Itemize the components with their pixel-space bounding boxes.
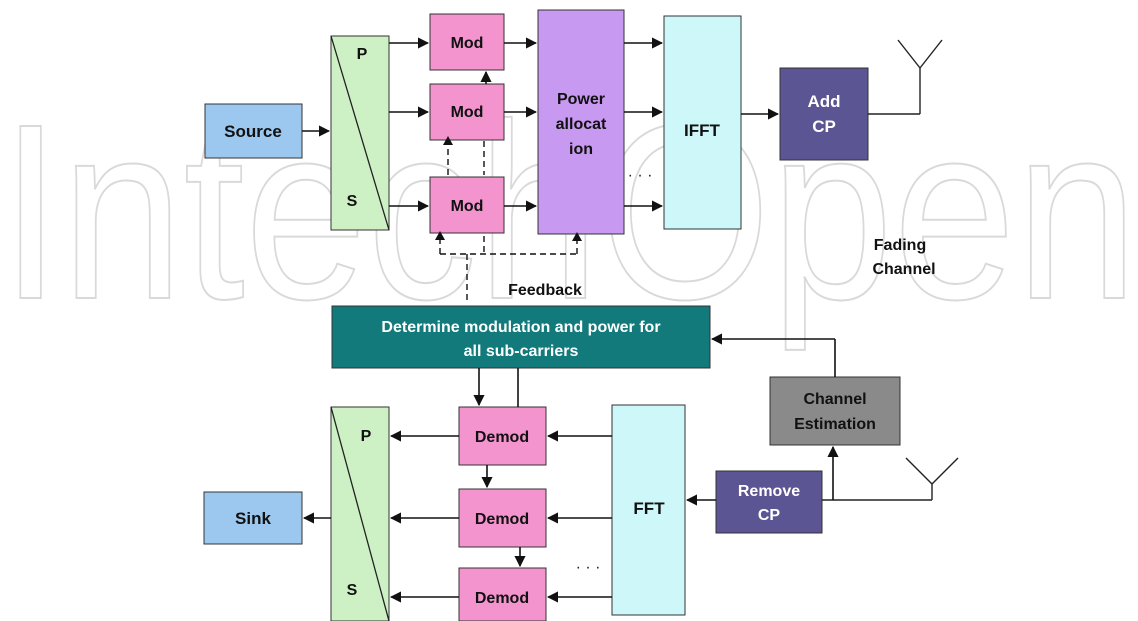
add-cp-label-2: CP	[812, 117, 836, 136]
serial-parallel-bottom-diagonal	[330, 406, 390, 621]
channel-estimation-label-1: Channel	[803, 391, 866, 408]
power-allocation-block	[537, 9, 625, 235]
add-cp-block	[779, 67, 869, 161]
rx-arrows	[302, 333, 839, 603]
mod-label-2: Mod	[451, 104, 484, 121]
demod-block-2	[458, 488, 547, 548]
serial-parallel-top-p: P	[357, 46, 368, 63]
mod-block-2	[429, 83, 505, 141]
source-block	[204, 103, 303, 159]
demod-label-1: Demod	[475, 429, 529, 446]
feedback-arrowheads	[435, 136, 582, 241]
determine-label-2: all sub-carriers	[464, 343, 579, 360]
serial-parallel-top-s: S	[347, 193, 358, 210]
serial-parallel-bottom-p: P	[361, 428, 372, 445]
ifft-label: IFFT	[684, 121, 720, 140]
demod-label-2: Demod	[475, 511, 529, 528]
remove-cp-label-2: CP	[758, 507, 781, 524]
fading-channel-label-2: Channel	[872, 261, 935, 278]
rx-antenna-icon	[822, 457, 959, 501]
mod-block-3	[429, 176, 505, 234]
sink-label: Sink	[235, 509, 271, 528]
serial-parallel-top-diagonal	[330, 35, 390, 231]
mod-block-1	[429, 13, 505, 71]
tx-ellipsis: · · ·	[628, 167, 653, 184]
channel-estimation-block	[769, 376, 901, 446]
demod-label-3: Demod	[475, 590, 529, 607]
mod-label-1: Mod	[451, 35, 484, 52]
tx-arrows	[302, 37, 780, 212]
power-allocation-label-1: Power	[557, 91, 605, 108]
demod-block-1	[458, 406, 547, 466]
rx-ellipsis: · · ·	[576, 559, 601, 576]
mod-label-3: Mod	[451, 198, 484, 215]
power-allocation-label-2: allocat	[556, 116, 607, 133]
power-allocation-label-3: ion	[569, 141, 593, 158]
add-cp-label-1: Add	[807, 92, 840, 111]
ifft-block	[663, 15, 742, 230]
feedback-label: Feedback	[508, 282, 582, 299]
fft-block	[611, 404, 686, 616]
fading-channel-label-1: Fading	[874, 237, 926, 254]
remove-cp-label-1: Remove	[738, 483, 800, 500]
sink-block	[203, 491, 303, 545]
determine-block	[331, 305, 711, 369]
source-label: Source	[224, 122, 282, 141]
determine-label-1: Determine modulation and power for	[381, 319, 660, 336]
tx-antenna-icon	[868, 39, 943, 115]
fft-label: FFT	[633, 499, 665, 518]
channel-estimation-label-2: Estimation	[794, 416, 876, 433]
serial-parallel-bottom-s: S	[347, 582, 358, 599]
remove-cp-block	[715, 470, 823, 534]
demod-block-3	[458, 567, 547, 621]
